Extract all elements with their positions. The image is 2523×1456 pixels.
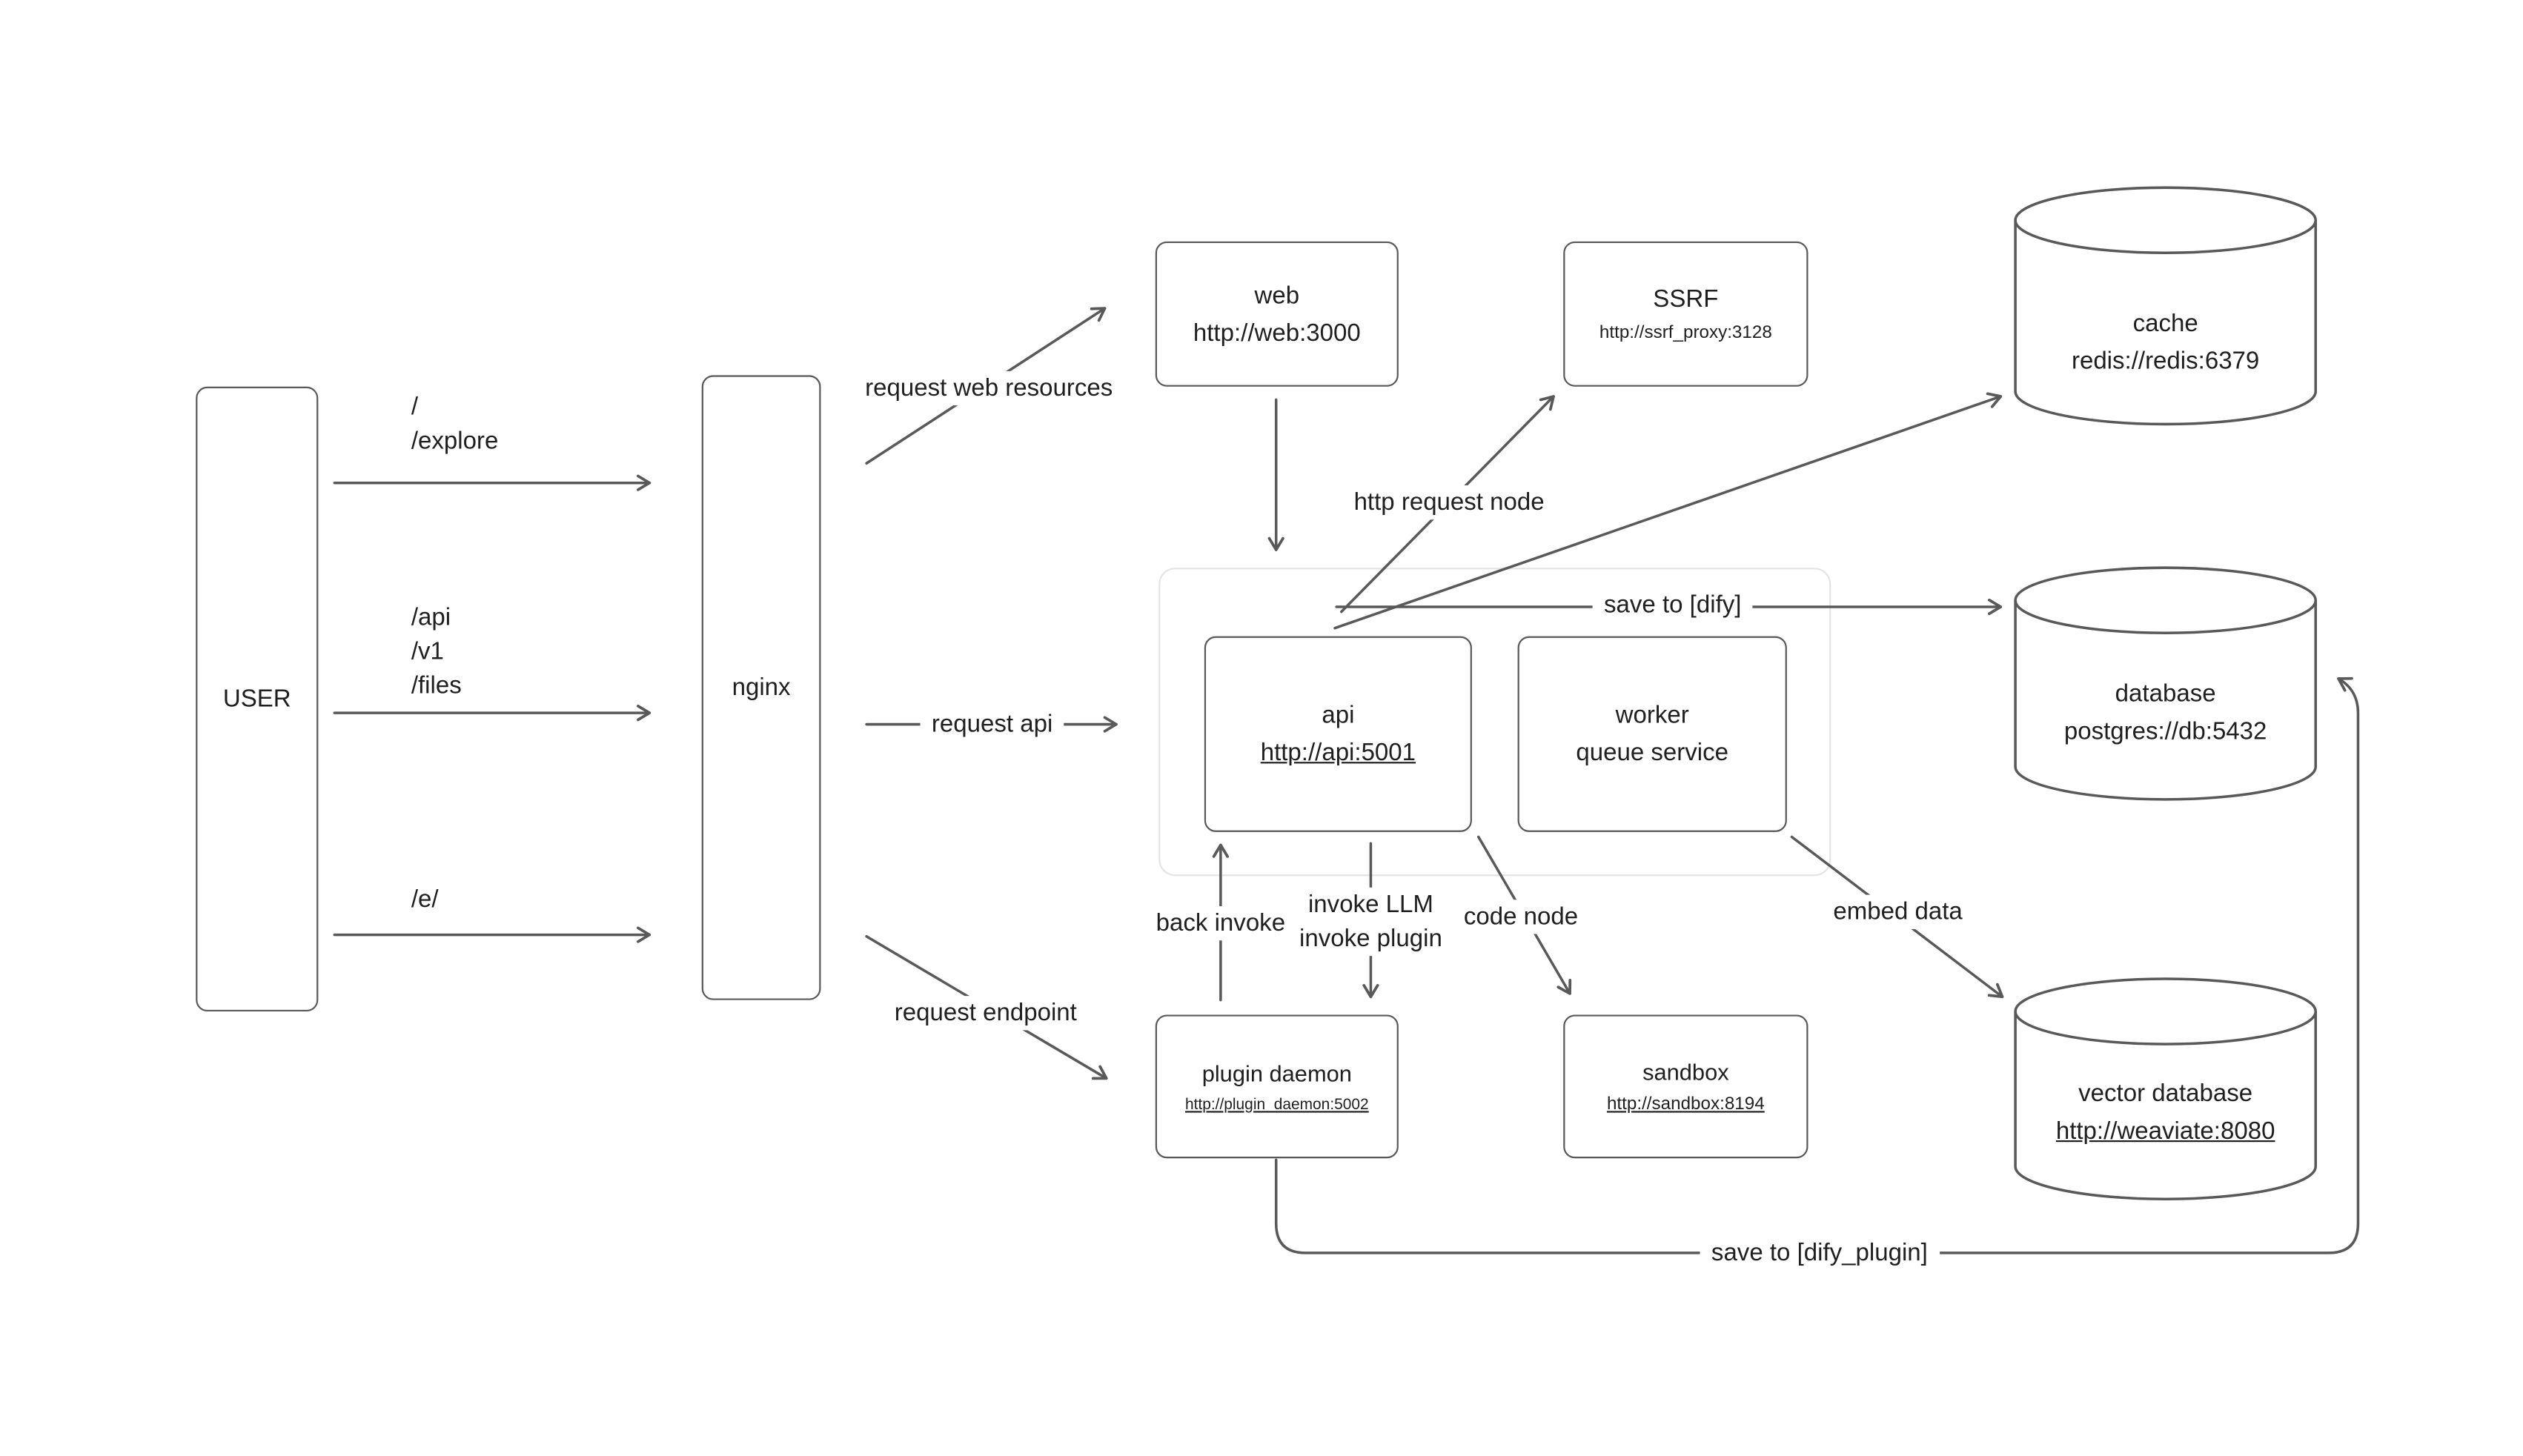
- nginx-node: nginx: [701, 375, 821, 1000]
- api-node-url: http://api:5001: [1260, 739, 1416, 767]
- route-label-endpoint: /e/: [411, 882, 439, 917]
- worker-node-title: worker: [1615, 701, 1689, 730]
- edge-label-code-node: code node: [1452, 900, 1590, 934]
- api-node: api http://api:5001: [1204, 636, 1472, 832]
- vector-database-label: vector database http://weaviate:8080: [2019, 1080, 2313, 1146]
- worker-node: worker queue service: [1517, 636, 1787, 832]
- vector-database-url: http://weaviate:8080: [2055, 1117, 2275, 1146]
- sandbox-node: sandbox http://sandbox:8194: [1563, 1014, 1808, 1159]
- database-title: database: [2115, 680, 2216, 708]
- user-node-label: USER: [222, 685, 291, 714]
- database-cylinder: [2014, 566, 2317, 801]
- edge-label-request-endpoint: request endpoint: [883, 996, 1089, 1031]
- edge-label-request-web-resources: request web resources: [853, 370, 1124, 406]
- sandbox-node-url: http://sandbox:8194: [1606, 1094, 1765, 1114]
- cache-label: cache redis://redis:6379: [2019, 310, 2313, 375]
- edge-api-cache: [1333, 392, 2003, 630]
- edge-label-http-request-node: http request node: [1342, 485, 1556, 520]
- route-line: /explore: [411, 427, 499, 456]
- route-label-api: /api /v1 /files: [411, 600, 462, 703]
- route-line: /files: [411, 672, 462, 700]
- cache-url: redis://redis:6379: [2071, 347, 2260, 376]
- edge-label-save-to-dify: save to [dify]: [1592, 588, 1753, 622]
- sandbox-node-title: sandbox: [1642, 1058, 1729, 1086]
- api-node-title: api: [1322, 701, 1355, 730]
- edge-label-invoke-llm: invoke LLM: [1307, 891, 1433, 919]
- vector-database-cylinder: [2014, 977, 2317, 1201]
- vector-database-title: vector database: [2078, 1080, 2253, 1108]
- edge-label-invoke-plugin: invoke plugin: [1299, 925, 1442, 953]
- edge-label-embed-data: embed data: [1821, 894, 1975, 929]
- cache-title: cache: [2132, 310, 2198, 338]
- dify-services-group: [1158, 568, 1831, 877]
- edge-label-invoke: invoke LLM invoke plugin: [1287, 887, 1454, 957]
- plugin-daemon-node-title: plugin daemon: [1201, 1060, 1352, 1086]
- cache-cylinder: [2014, 186, 2317, 426]
- route-line: /: [411, 393, 419, 422]
- edge-label-back-invoke: back invoke: [1144, 906, 1297, 941]
- database-label: database postgres://db:5432: [2019, 680, 2313, 745]
- worker-node-subtitle: queue service: [1576, 739, 1729, 767]
- plugin-daemon-node-url: http://plugin_daemon:5002: [1184, 1095, 1369, 1114]
- edge-label-save-to-dify-plugin: save to [dify_plugin]: [1700, 1235, 1940, 1271]
- edge-label-request-api: request api: [920, 707, 1064, 742]
- ssrf-node-url: http://ssrf_proxy:3128: [1599, 322, 1772, 343]
- web-node-url: http://web:3000: [1193, 319, 1361, 347]
- route-label-web: / /explore: [411, 390, 499, 458]
- ssrf-node-title: SSRF: [1653, 285, 1719, 313]
- plugin-daemon-node: plugin daemon http://plugin_daemon:5002: [1155, 1014, 1399, 1159]
- route-line: /v1: [411, 637, 444, 666]
- user-node: USER: [196, 386, 319, 1012]
- route-line: /api: [411, 603, 451, 632]
- nginx-node-label: nginx: [732, 674, 791, 702]
- ssrf-node: SSRF http://ssrf_proxy:3128: [1563, 241, 1808, 387]
- route-line: /e/: [411, 885, 439, 914]
- database-url: postgres://db:5432: [2063, 717, 2267, 746]
- web-node-title: web: [1254, 281, 1300, 310]
- web-node: web http://web:3000: [1155, 241, 1399, 387]
- edge-plugin-daemon-database-save: [1274, 677, 2360, 1254]
